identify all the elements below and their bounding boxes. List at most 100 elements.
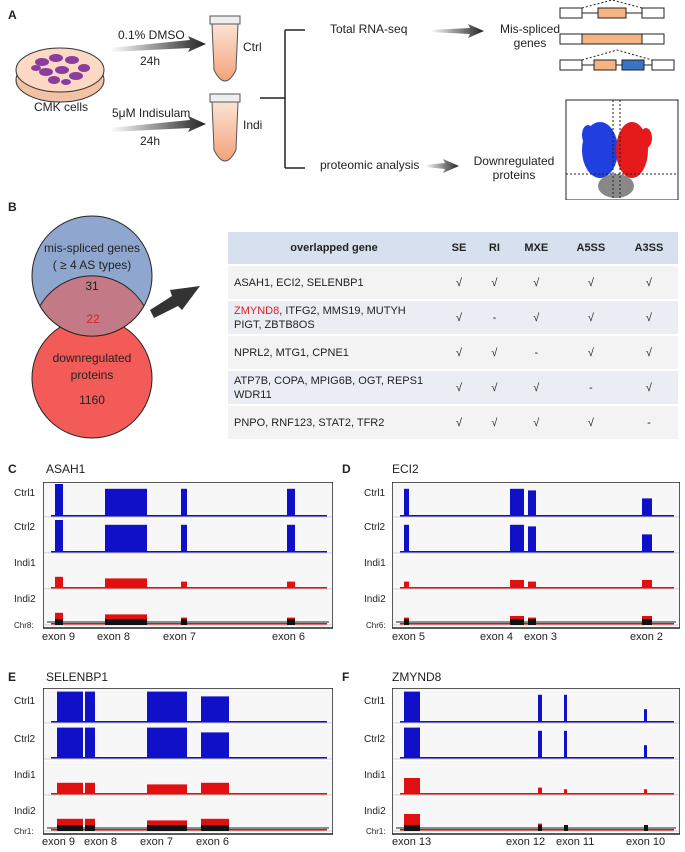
coverage-track-panel-e	[43, 688, 333, 835]
coverage-peak	[201, 732, 229, 758]
sample-label: Ctrl2	[14, 522, 36, 533]
exon-block	[538, 825, 542, 831]
panel-b-label: B	[8, 200, 17, 214]
sample-label: Indi2	[364, 594, 386, 605]
header-cell: overlapped gene	[228, 232, 440, 266]
coverage-peak	[55, 612, 63, 624]
sample-label: Indi1	[14, 558, 36, 569]
coverage-peak	[105, 524, 147, 552]
table-header-row: overlapped gene SE RI MXE A5SS A3SS	[228, 232, 678, 266]
header-cell: A5SS	[561, 232, 620, 266]
coverage-peak	[510, 488, 524, 516]
header-cell: SE	[440, 232, 479, 266]
coverage-peak	[181, 524, 187, 552]
coverage-peak	[404, 727, 420, 758]
coverage-track-panel-d	[392, 482, 680, 629]
track-title: ASAH1	[46, 462, 86, 476]
panel-a-label: A	[8, 8, 17, 22]
exon-label: exon 4	[480, 631, 514, 643]
header-cell: A3SS	[619, 232, 678, 266]
coverage-peak	[642, 534, 652, 552]
indi-time: 24h	[140, 134, 161, 148]
sample-label: Ctrl1	[14, 696, 36, 707]
exon-label: exon 8	[84, 836, 118, 848]
sample-label: Ctrl1	[14, 488, 36, 499]
coverage-peak	[55, 484, 63, 516]
arrow-icon	[110, 116, 206, 132]
coverage-peak	[201, 696, 229, 722]
coverage-peak	[57, 691, 83, 722]
exon-block	[404, 825, 420, 831]
coverage-peak	[404, 488, 409, 516]
sample-label: Indi1	[14, 770, 36, 781]
arrow-icon	[110, 36, 206, 52]
exon-label: exon 6	[272, 631, 306, 643]
tube-ctrl-icon	[209, 15, 241, 82]
coverage-peak	[287, 488, 295, 516]
coverage-peak	[528, 581, 536, 588]
exon-block	[642, 619, 652, 625]
panel-c-label: C	[8, 462, 17, 476]
coverage-peak	[287, 581, 295, 588]
coverage-track-panel-f	[392, 688, 680, 835]
coverage-peak	[404, 778, 420, 794]
coverage-peak	[528, 490, 536, 516]
rnaseq-label: Total RNA-seq	[330, 22, 408, 36]
coverage-peak	[538, 730, 542, 758]
coverage-peak	[564, 694, 567, 722]
coverage-peak	[105, 578, 147, 588]
table-row: PNPO, RNF123, STAT2, TFR2 √√ √√ -	[228, 405, 678, 441]
coverage-peak	[85, 727, 95, 758]
exon-label: exon 9	[42, 631, 76, 643]
coverage-peak	[644, 745, 647, 758]
coverage-peak	[510, 524, 524, 552]
header-cell: MXE	[510, 232, 562, 266]
exon-label: exon 9	[42, 836, 76, 848]
exon-block	[564, 825, 568, 831]
coverage-peak	[404, 581, 409, 588]
exon-label: exon 11	[556, 836, 595, 848]
exon-block	[181, 619, 187, 625]
panel-e-label: E	[8, 670, 17, 684]
coverage-peak	[538, 694, 542, 722]
venn-diagram	[31, 215, 200, 439]
coverage-peak	[147, 691, 187, 722]
coverage-peak	[85, 691, 95, 722]
coverage-peak	[644, 789, 647, 794]
exon-label: exon 12	[506, 836, 546, 848]
coverage-peak	[528, 526, 536, 552]
track-title: ECI2	[392, 462, 419, 476]
sample-label: Ctrl2	[364, 522, 386, 533]
exon-block	[147, 825, 187, 831]
chr-label: Chr8:	[14, 621, 34, 630]
chr-label: Chr1:	[14, 827, 34, 836]
panel-d-label: D	[342, 462, 351, 476]
coverage-peak	[105, 488, 147, 516]
exon-label: exon 2	[630, 631, 664, 643]
coverage-peak	[538, 787, 542, 794]
venn-top-text: mis-spliced genes ( ≥ 4 AS types) 31	[43, 241, 141, 293]
indi-label: Indi	[243, 118, 263, 132]
coverage-track-panel-c	[43, 482, 333, 629]
overlap-table: overlapped gene SE RI MXE A5SS A3SS ASAH…	[228, 232, 678, 441]
highlight-gene: ZMYND8	[234, 304, 280, 317]
exon-block	[510, 619, 524, 625]
exon-label: exon 13	[392, 836, 432, 848]
proteomic-label: proteomic analysis	[320, 158, 420, 172]
panel-a-graphic	[15, 0, 679, 200]
coverage-peak	[55, 520, 63, 552]
dmso-time: 24h	[140, 54, 161, 68]
venn-overlap-count: 22	[86, 312, 100, 326]
exon-block	[57, 825, 83, 831]
exon-block	[85, 825, 95, 831]
dmso-dose: 0.1% DMSO	[118, 28, 185, 42]
coverage-peak	[147, 727, 187, 758]
coverage-peak	[564, 730, 567, 758]
exon-label: exon 7	[140, 836, 174, 848]
header-cell: RI	[478, 232, 511, 266]
arrow-icon	[150, 286, 200, 318]
petri-dish-icon	[15, 47, 105, 103]
